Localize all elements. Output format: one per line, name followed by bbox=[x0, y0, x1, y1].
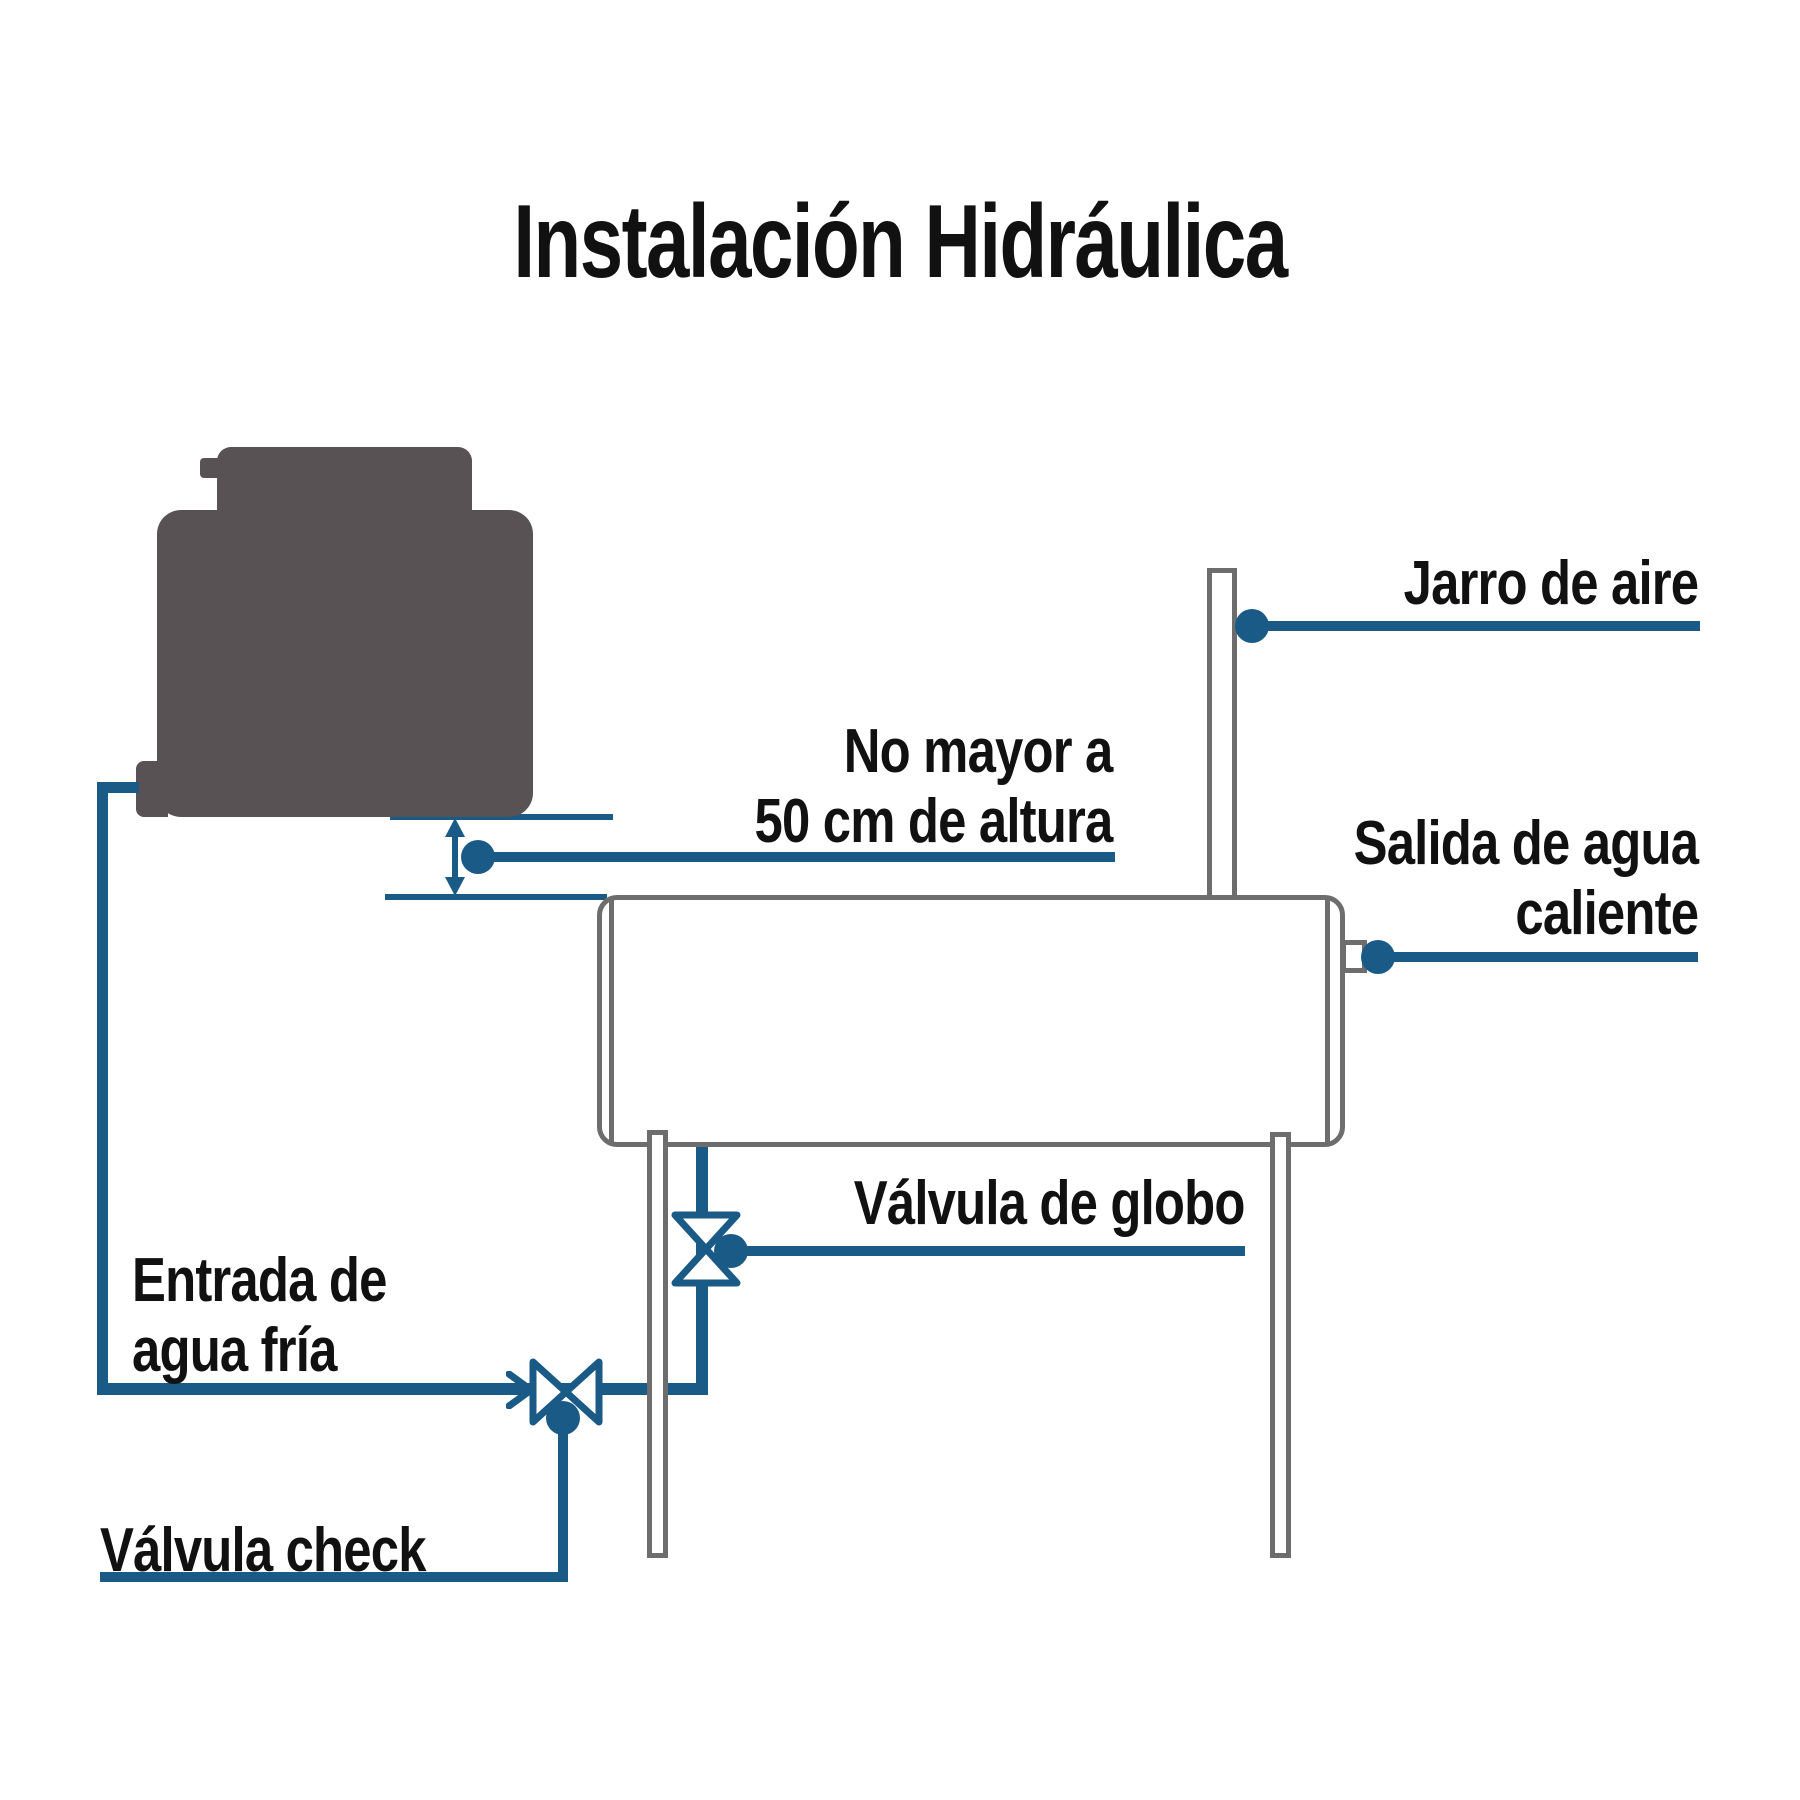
label-salida-line2: caliente bbox=[1515, 879, 1699, 948]
leader-line-salida bbox=[1378, 952, 1698, 962]
label-jarro-de-aire: Jarro de aire bbox=[1403, 549, 1698, 618]
connector-dot-salida bbox=[1361, 940, 1395, 974]
boiler-left-endcap-line bbox=[609, 897, 614, 1145]
tank-bottom-level-line bbox=[390, 814, 613, 820]
label-no-mayor-line1: No mayor a bbox=[843, 717, 1113, 786]
label-valvula-de-globo: Válvula de globo bbox=[854, 1169, 1246, 1238]
jarro-de-aire-pipe bbox=[1207, 568, 1237, 900]
boiler-tank bbox=[597, 895, 1345, 1147]
height-arrow-icon bbox=[441, 817, 469, 897]
tinaco-lid-handle bbox=[200, 458, 222, 478]
label-no-mayor-50cm: No mayor a 50 cm de altura bbox=[754, 717, 1113, 857]
label-no-mayor-line2: 50 cm de altura bbox=[754, 787, 1113, 856]
leader-line-jarro bbox=[1252, 621, 1700, 631]
leader-line-check-horizontal bbox=[100, 1572, 568, 1582]
label-salida-agua-caliente: Salida de agua caliente bbox=[1353, 809, 1698, 949]
leader-line-check-vertical bbox=[558, 1418, 568, 1582]
tinaco-outlet-stub bbox=[136, 761, 168, 817]
label-salida-line1: Salida de agua bbox=[1353, 809, 1698, 878]
globe-valve-icon bbox=[671, 1211, 741, 1287]
connector-dot-50cm bbox=[461, 840, 495, 874]
pipe-cold-vertical bbox=[97, 782, 108, 1395]
leader-line-globo bbox=[731, 1246, 1245, 1256]
boiler-leg-left bbox=[647, 1130, 668, 1558]
tinaco-body bbox=[157, 510, 533, 817]
page-title: Instalación Hidráulica bbox=[513, 184, 1288, 300]
label-valvula-check: Válvula check bbox=[100, 1516, 426, 1585]
boiler-leg-right bbox=[1270, 1132, 1291, 1558]
tinaco-lid bbox=[217, 447, 472, 517]
label-entrada-line2: agua fría bbox=[132, 1316, 337, 1385]
label-entrada-line1: Entrada de bbox=[132, 1246, 387, 1315]
label-entrada-agua-fria: Entrada de agua fría bbox=[132, 1246, 387, 1386]
check-valve-icon bbox=[529, 1358, 603, 1426]
connector-dot-jarro bbox=[1235, 609, 1269, 643]
connector-dot-globo bbox=[714, 1234, 748, 1268]
boiler-top-level-line bbox=[385, 894, 607, 900]
boiler-right-endcap-line bbox=[1325, 897, 1330, 1145]
leader-line-50cm bbox=[478, 852, 1115, 862]
pipe-tank-outlet bbox=[97, 782, 139, 793]
connector-dot-check bbox=[546, 1401, 580, 1435]
